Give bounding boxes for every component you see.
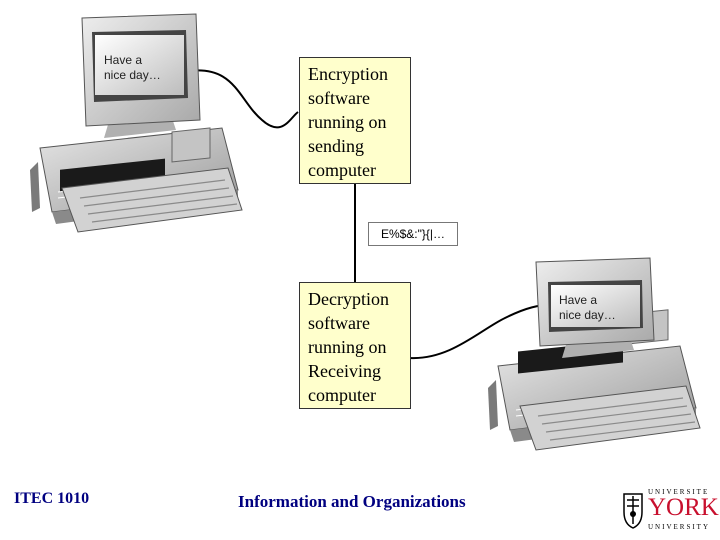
course-code: ITEC 1010: [14, 490, 90, 507]
sender-computer-graphic: [30, 13, 243, 233]
sender-screen-message: Have a nice day…: [104, 53, 161, 82]
encryption-software-box: Encryption software running on sending c…: [299, 57, 411, 184]
receiver-computer-graphic: [488, 257, 701, 451]
logo-york-wordmark: YORK: [648, 494, 719, 521]
york-university-logo: UNIVERSITE YORK UNIVERSITY: [622, 488, 719, 532]
receiver-screen-message: Have a nice day…: [559, 293, 616, 322]
logo-bottom-text: UNIVERSITY: [648, 523, 710, 531]
decryption-software-box: Decryption software running on Receiving…: [299, 282, 411, 409]
course-title: Information and Organizations: [238, 492, 466, 511]
cable-sender-to-encryption: [181, 69, 299, 129]
york-crest-icon: [623, 493, 643, 529]
logo-top-text: UNIVERSITE: [648, 488, 710, 496]
ciphertext-label: E%$&:"}{|…: [368, 222, 458, 246]
